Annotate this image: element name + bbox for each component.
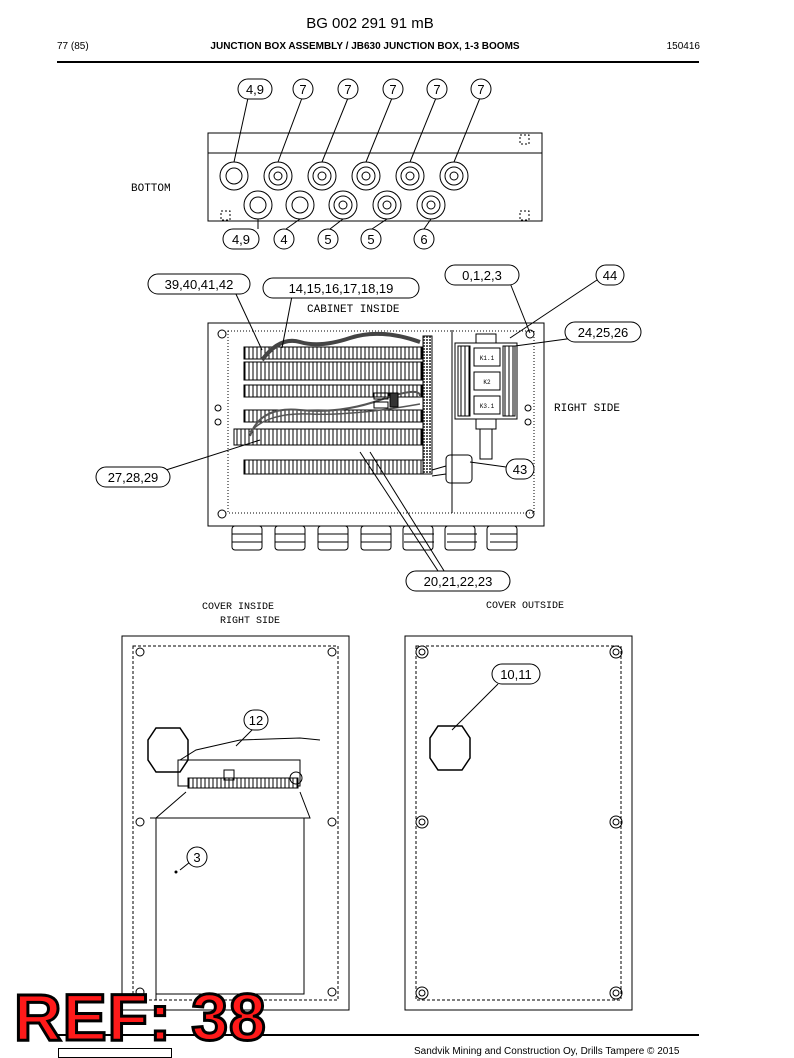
- callout-label: 43: [513, 462, 527, 477]
- cover-screw-icons: [415, 645, 623, 1000]
- callouts-cover-outside: 10,11: [491, 663, 541, 685]
- footer-rule: [57, 1034, 699, 1036]
- callout-label: 4,9: [232, 232, 250, 247]
- page-number: 77 (85): [57, 41, 89, 52]
- callout-label: 27,28,29: [108, 470, 159, 485]
- callout-label: 5: [367, 232, 374, 247]
- callout-label: 4: [280, 232, 287, 247]
- callout-label: 10,11: [500, 667, 532, 682]
- cabinet-inside-view: [165, 277, 601, 575]
- cable-gland-row-top: [219, 161, 469, 191]
- bottom-box-outline: [207, 132, 543, 222]
- callouts-cover-inside: 12 3: [186, 709, 269, 868]
- relay-k1-label: K1.1: [480, 355, 495, 362]
- callout-label: 7: [389, 82, 396, 97]
- callout-label: 7: [433, 82, 440, 97]
- cover-inside-outline: [121, 635, 350, 1011]
- date-code: 150416: [666, 41, 700, 52]
- cover-outside-view: [404, 635, 633, 1011]
- bottom-view: [207, 97, 543, 230]
- cover-outside-label: COVER OUTSIDE: [486, 601, 564, 612]
- cover-inside-view: [121, 635, 350, 1011]
- callout-label: 0,1,2,3: [462, 268, 502, 283]
- ref-stamp: REF: 38: [13, 980, 268, 1054]
- callout-label: 5: [324, 232, 331, 247]
- relay-labels: K1.1 K2 K3.1: [480, 355, 495, 410]
- right-side-label: RIGHT SIDE: [554, 403, 620, 415]
- callout-label: 12: [249, 713, 263, 728]
- callout-label: 20,21,22,23: [424, 574, 493, 589]
- callout-label: 14,15,16,17,18,19: [289, 281, 394, 296]
- cover-inside-right-label: RIGHT SIDE: [220, 616, 280, 627]
- header-rule: [57, 61, 699, 63]
- cover-inside-label: COVER INSIDE: [202, 602, 274, 613]
- document-id: BG 002 291 91 mB: [306, 15, 434, 32]
- callout-label: 6: [420, 232, 427, 247]
- callout-label: 7: [299, 82, 306, 97]
- cabinet-inside-label: CABINET INSIDE: [307, 304, 400, 316]
- callout-label: 4,9: [246, 82, 264, 97]
- relay-k2-label: K2: [483, 379, 491, 386]
- cabinet-gland-row: [231, 525, 518, 551]
- callouts-bottom: 4,9 7 7 7 7 7 4,9 4 5 5 6: [222, 78, 492, 250]
- callout-label: 24,25,26: [578, 325, 629, 340]
- bottom-view-label: BOTTOM: [131, 183, 171, 195]
- cover-outside-outline: [404, 635, 633, 1011]
- callout-label: 7: [344, 82, 351, 97]
- cable-gland-row-bottom: [243, 190, 446, 220]
- footer-copyright: Sandvik Mining and Construction Oy, Dril…: [414, 1046, 680, 1057]
- callout-label: 3: [193, 850, 200, 865]
- page-title: JUNCTION BOX ASSEMBLY / JB630 JUNCTION B…: [210, 41, 520, 52]
- callout-label: 39,40,41,42: [165, 277, 234, 292]
- callout-label: 44: [603, 268, 617, 283]
- callouts-cabinet: 39,40,41,42 14,15,16,17,18,19 0,1,2,3 44…: [95, 264, 642, 592]
- callout-label: 7: [477, 82, 484, 97]
- relay-k3-label: K3.1: [480, 403, 495, 410]
